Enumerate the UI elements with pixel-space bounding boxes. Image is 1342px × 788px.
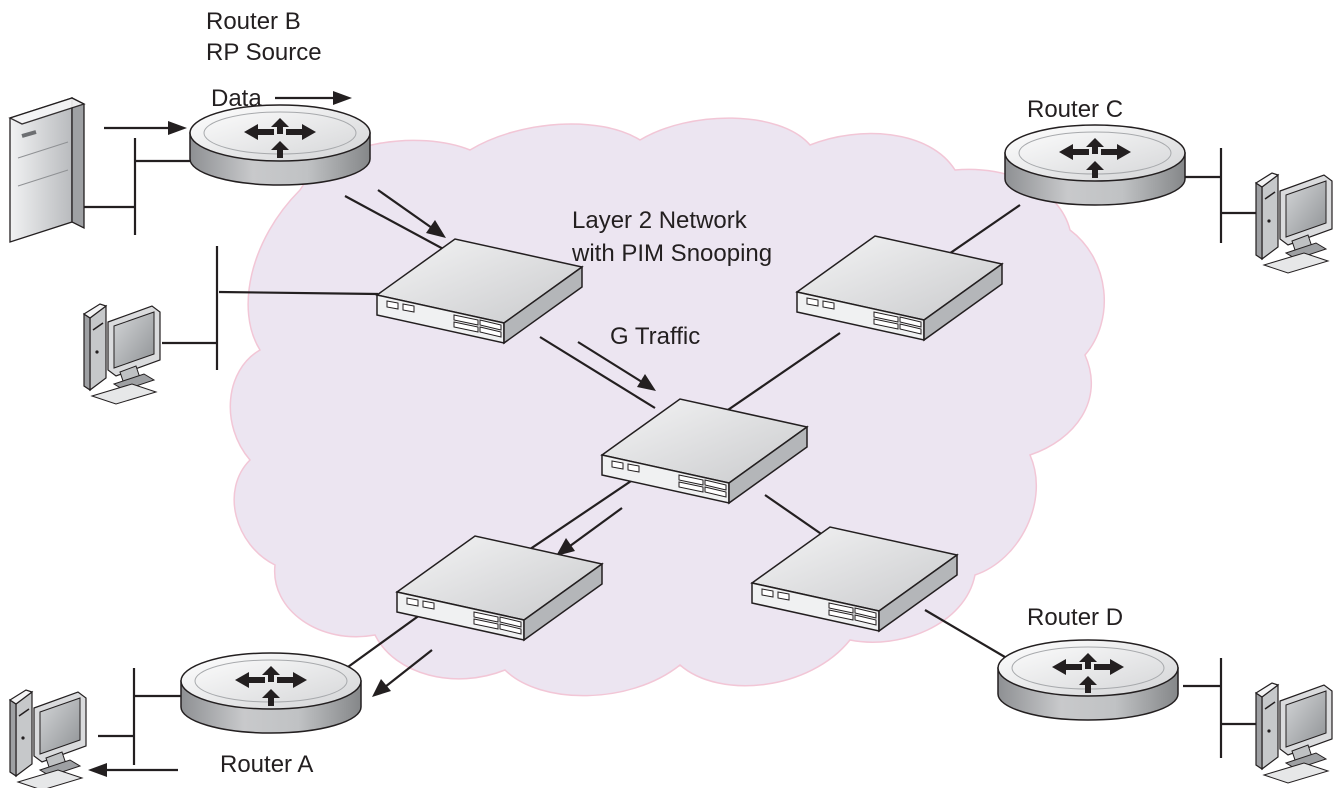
router-b-label: Router B — [206, 8, 301, 35]
computer-router-d-icon — [1255, 682, 1333, 784]
to-host-a-arrow — [88, 763, 178, 777]
computer-top-left-icon — [83, 303, 161, 405]
router-b-to-switch-arrow — [377, 189, 446, 238]
g-traffic-arrow — [577, 341, 656, 391]
cloud-title-line1: Layer 2 Network — [572, 207, 747, 234]
down-left-arrow-2 — [372, 649, 433, 697]
router-a-icon — [180, 652, 362, 734]
cloud-title-line2: with PIM Snooping — [572, 240, 773, 267]
server-to-router-b-arrow — [104, 121, 187, 135]
g-traffic-label: G Traffic — [610, 323, 701, 350]
rp-source-label: RP Source — [206, 39, 322, 66]
computer-router-a-icon — [9, 689, 87, 788]
server-icon — [8, 96, 86, 243]
computer-router-c-icon — [1255, 172, 1333, 274]
router-c-label: Router C — [1027, 96, 1124, 123]
router-a-label: Router A — [220, 751, 314, 778]
router-b-icon — [189, 104, 371, 186]
router-c-icon — [1004, 124, 1186, 206]
router-d-label: Router D — [1027, 604, 1124, 631]
router-d-icon — [997, 639, 1179, 721]
flow-arrows — [88, 91, 656, 777]
down-left-arrow-1 — [556, 507, 623, 556]
host-taps — [82, 138, 1260, 765]
data-arrow — [275, 91, 352, 105]
data-label: Data — [211, 85, 262, 112]
